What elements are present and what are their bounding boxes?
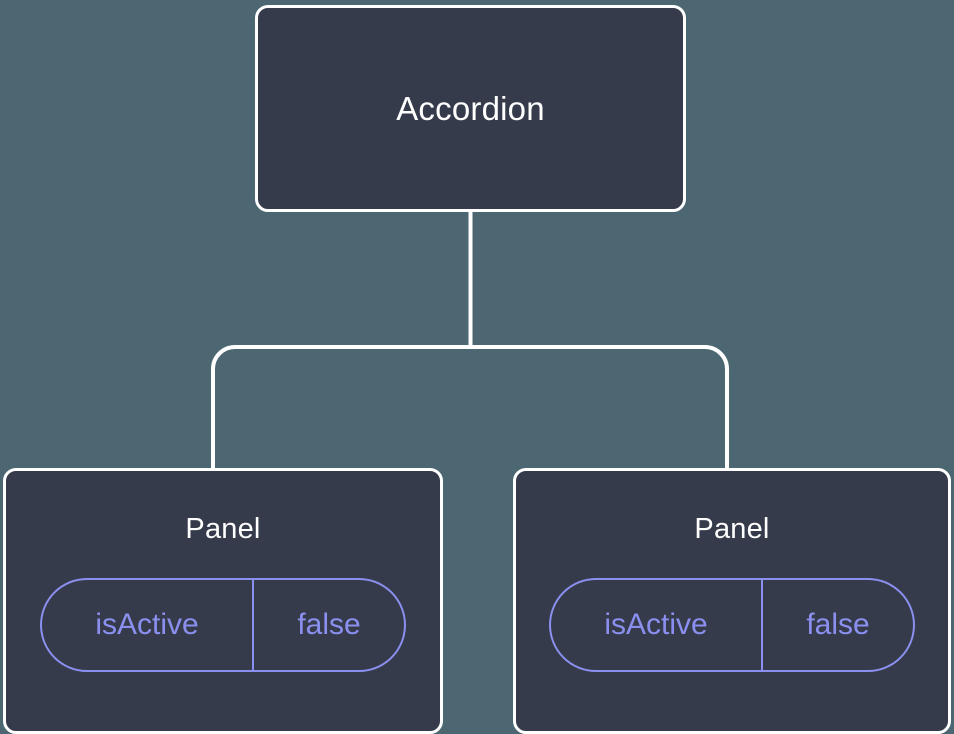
prop-key: isActive [42,580,254,670]
tree-node-panel-2[interactable]: Panel isActive false [513,468,951,734]
tree-node-accordion[interactable]: Accordion [255,5,686,212]
prop-pill-isactive[interactable]: isActive false [40,578,406,672]
node-title: Panel [694,513,770,545]
prop-value: false [297,608,361,641]
prop-pill-isactive[interactable]: isActive false [549,578,915,672]
prop-value: false [806,608,870,641]
node-title: Panel [185,513,261,545]
prop-key: isActive [551,580,763,670]
tree-node-panel-1[interactable]: Panel isActive false [3,468,443,734]
node-title: Accordion [396,90,545,127]
connector-branch-bar [211,345,729,470]
